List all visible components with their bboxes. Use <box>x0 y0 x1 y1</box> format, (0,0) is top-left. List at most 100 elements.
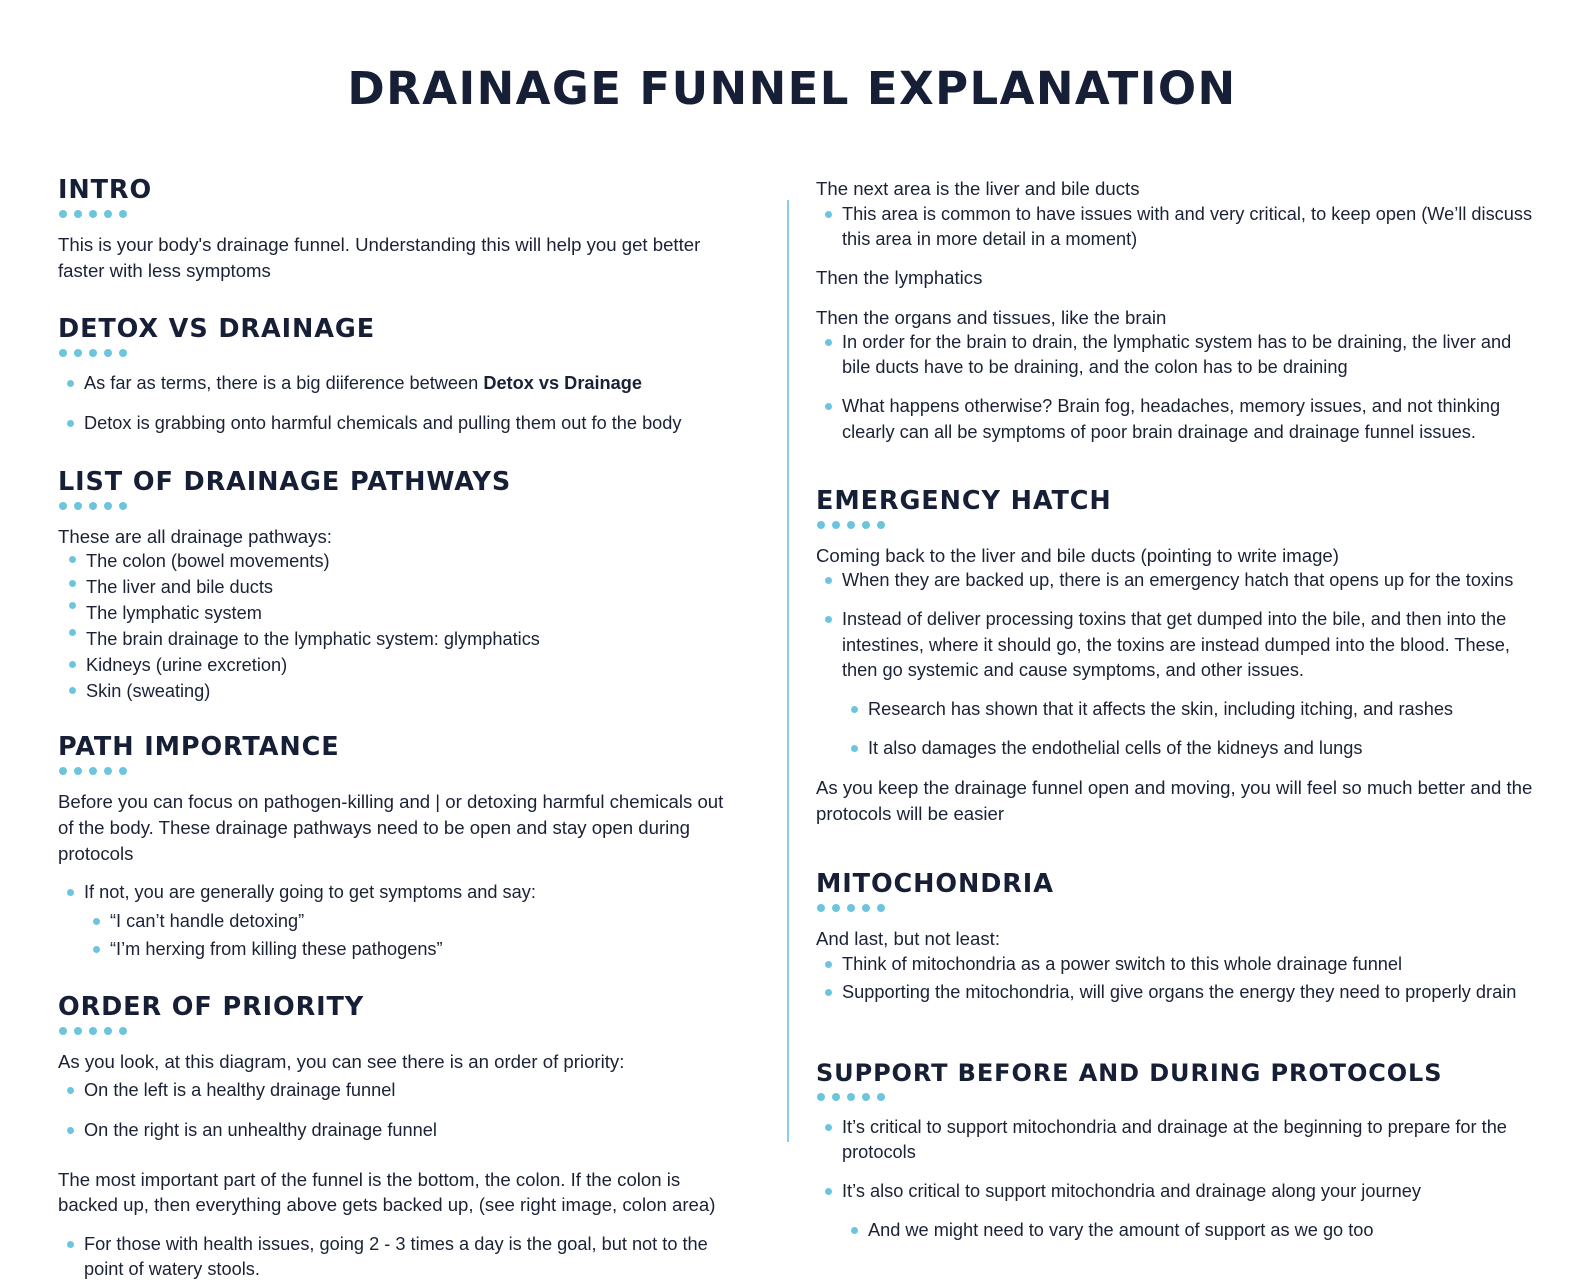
bullet-text: As far as terms, there is a big diiferen… <box>84 373 484 394</box>
detox-bullet-list: As far as terms, there is a big diiferen… <box>58 371 732 435</box>
section-intro: INTRO This is your body's drainage funne… <box>58 176 732 283</box>
list-item: Detox is grabbing onto harmful chemicals… <box>58 411 732 436</box>
spacer <box>58 287 732 315</box>
section-heading-list-of-drainage-pathways: LIST OF DRAINAGE PATHWAYS <box>58 466 512 497</box>
spacer <box>816 255 1544 265</box>
spacer <box>816 1008 1544 1060</box>
heading-dots-decoration <box>817 904 1544 913</box>
dot-icon <box>877 1092 885 1101</box>
dot-icon <box>817 520 825 529</box>
list-item: It’s critical to support mitochondria an… <box>816 1115 1544 1165</box>
list-item: The lymphatic system <box>58 601 732 625</box>
list-item: On the left is a healthy drainage funnel <box>58 1078 732 1103</box>
heading-dots-decoration <box>59 349 732 358</box>
column-divider <box>787 200 789 1142</box>
dot-icon <box>832 904 840 913</box>
dot-icon <box>104 210 112 219</box>
heading-dots-decoration <box>817 1092 1544 1101</box>
dot-icon <box>74 349 82 358</box>
list-item: For those with health issues, going 2 - … <box>58 1232 732 1282</box>
dot-icon <box>74 210 82 219</box>
emergency-hatch-sub-bullet-list: Research has shown that it affects the s… <box>816 697 1544 761</box>
dot-icon <box>847 904 855 913</box>
section-heading-order-of-priority: ORDER OF PRIORITY <box>58 991 365 1022</box>
dot-icon <box>89 1026 97 1035</box>
spacer <box>816 295 1544 305</box>
section-path-importance: PATH IMPORTANCE Before you can focus on … <box>58 733 732 961</box>
dot-icon <box>89 210 97 219</box>
list-item: And we might need to vary the amount of … <box>842 1218 1544 1243</box>
spacer <box>58 450 732 468</box>
dot-icon <box>862 520 870 529</box>
dot-icon <box>832 520 840 529</box>
support-sub-bullet-list: And we might need to vary the amount of … <box>816 1218 1544 1243</box>
heading-dots-decoration <box>59 210 732 219</box>
left-column: INTRO This is your body's drainage funne… <box>0 176 756 1285</box>
path-importance-bullet-list: If not, you are generally going to get s… <box>58 880 732 905</box>
liver-bullet-list: This area is common to have issues with … <box>816 202 1544 252</box>
lymphatics-lead: Then the lymphatics <box>816 266 983 288</box>
dot-icon <box>119 501 127 510</box>
section-mitochondria: MITOCHONDRIA And last, but not least: Th… <box>816 870 1544 1005</box>
list-item: Research has shown that it affects the s… <box>842 697 1544 722</box>
dot-icon <box>104 501 112 510</box>
path-importance-paragraph: Before you can focus on pathogen-killing… <box>58 791 724 864</box>
heading-dots-decoration <box>59 501 732 510</box>
dot-icon <box>119 1026 127 1035</box>
support-bullet-list: It’s critical to support mitochondria an… <box>816 1115 1544 1204</box>
dot-icon <box>119 349 127 358</box>
list-item: It’s also critical to support mitochondr… <box>816 1179 1544 1204</box>
section-order-of-priority: ORDER OF PRIORITY As you look, at this d… <box>58 993 732 1282</box>
mitochondria-bullet-list: Think of mitochondria as a power switch … <box>816 952 1544 1005</box>
list-item: What happens otherwise? Brain fog, heada… <box>816 394 1544 444</box>
list-item: “I’m herxing from killing these pathogen… <box>84 937 732 962</box>
list-item: Instead of deliver processing toxins tha… <box>816 607 1544 682</box>
dot-icon <box>119 767 127 776</box>
section-heading-emergency-hatch: EMERGENCY HATCH <box>816 485 1112 516</box>
heading-dots-decoration <box>59 1026 732 1035</box>
page-title: DRAINAGE FUNNEL EXPLANATION <box>347 62 1237 115</box>
section-heading-intro: INTRO <box>58 175 153 205</box>
dot-icon <box>104 767 112 776</box>
section-heading-path-importance: PATH IMPORTANCE <box>58 732 340 763</box>
bullet-text-bold: Detox vs Drainage <box>483 373 643 394</box>
dot-icon <box>817 1092 825 1101</box>
order-of-priority-paragraph: The most important part of the funnel is… <box>58 1168 716 1216</box>
section-heading-mitochondria: MITOCHONDRIA <box>816 869 1054 900</box>
section-support-before-and-during-protocols: SUPPORT BEFORE AND DURING PROTOCOLS It’s… <box>816 1060 1544 1243</box>
list-item: Kidneys (urine excretion) <box>58 653 732 677</box>
list-item: The liver and bile ducts <box>58 575 732 599</box>
list-item: Think of mitochondria as a power switch … <box>816 952 1544 977</box>
list-item: Supporting the mitochondria, will give o… <box>816 980 1544 1005</box>
dot-icon <box>104 349 112 358</box>
dot-icon <box>74 501 82 510</box>
list-item: As far as terms, there is a big diiferen… <box>58 371 732 396</box>
emergency-hatch-closing: As you keep the drainage funnel open and… <box>816 776 1533 824</box>
mitochondria-lead: And last, but not least: <box>816 928 1000 950</box>
dot-icon <box>877 520 885 529</box>
order-of-priority-lead: As you look, at this diagram, you can se… <box>58 1050 625 1072</box>
drainage-pathways-list: The colon (bowel movements) The liver an… <box>58 549 732 703</box>
path-importance-sub-bullet-list: “I can’t handle detoxing” “I’m herxing f… <box>58 909 732 962</box>
spacer <box>816 830 1544 870</box>
dot-icon <box>104 1026 112 1035</box>
organs-bullet-list: In order for the brain to drain, the lym… <box>816 330 1544 444</box>
document-page: DRAINAGE FUNNEL EXPLANATION INTRO This i… <box>58 62 1544 1279</box>
dot-icon <box>59 210 67 219</box>
dot-icon <box>877 904 885 913</box>
emergency-hatch-lead: Coming back to the liver and bile ducts … <box>816 544 1339 566</box>
dot-icon <box>89 767 97 776</box>
dot-icon <box>59 501 67 510</box>
section-continued-pathways: The next area is the liver and bile duct… <box>816 176 1544 445</box>
list-item: If not, you are generally going to get s… <box>58 880 732 905</box>
dot-icon <box>89 349 97 358</box>
list-item: Skin (sweating) <box>58 679 732 703</box>
section-list-of-drainage-pathways: LIST OF DRAINAGE PATHWAYS These are all … <box>58 468 732 704</box>
order-of-priority-final-bullet-list: For those with health issues, going 2 - … <box>58 1232 732 1282</box>
section-emergency-hatch: EMERGENCY HATCH Coming back to the liver… <box>816 487 1544 827</box>
liver-lead: The next area is the liver and bile duct… <box>816 178 1140 199</box>
dot-icon <box>862 904 870 913</box>
heading-dots-decoration <box>817 520 1544 529</box>
dot-icon <box>817 904 825 913</box>
dot-icon <box>832 1092 840 1101</box>
